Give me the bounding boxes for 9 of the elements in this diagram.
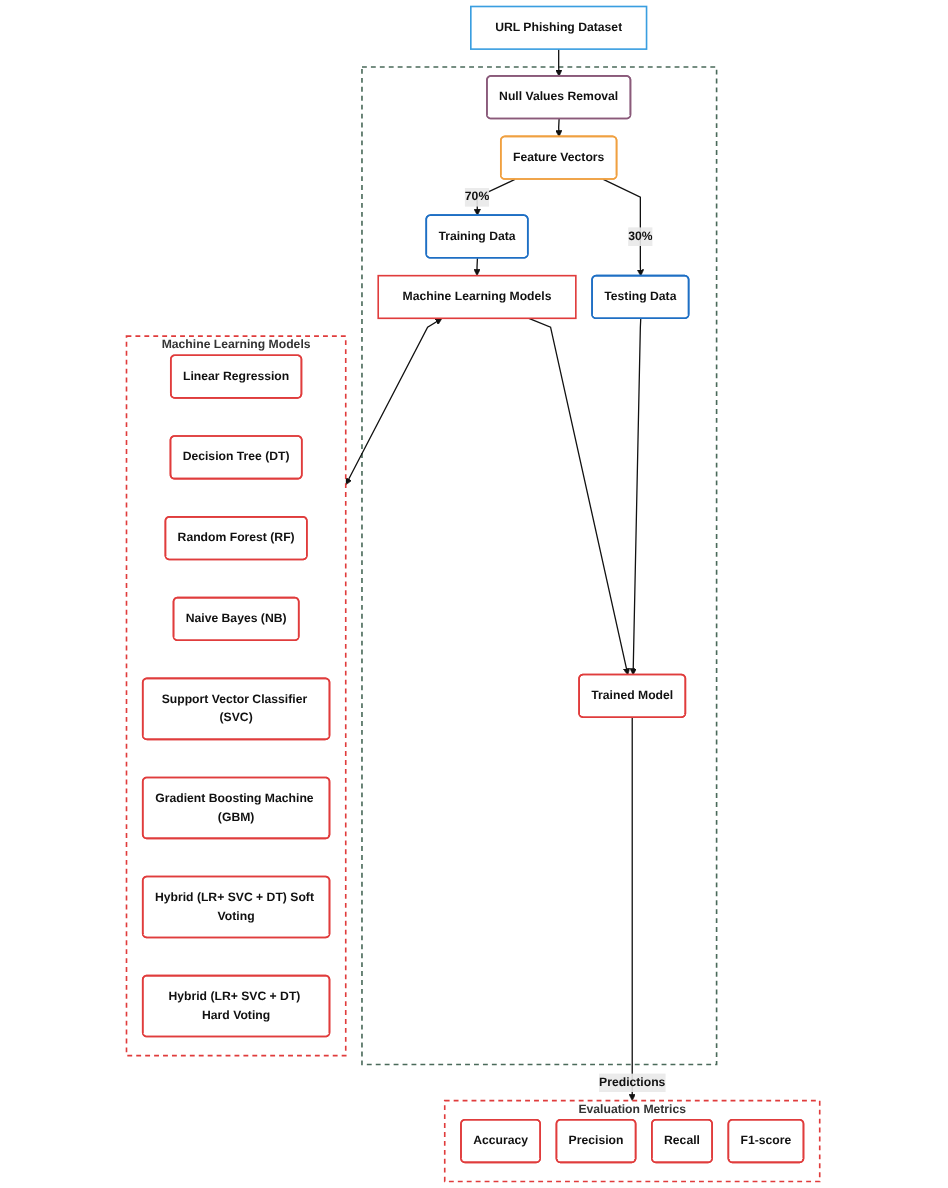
arrow <box>556 48 564 77</box>
cluster <box>362 66 719 1066</box>
arrow <box>474 257 482 277</box>
arrow <box>603 178 645 277</box>
arrow <box>630 318 643 676</box>
arrow <box>529 317 631 676</box>
arrow <box>629 716 637 1101</box>
arrow <box>346 318 444 486</box>
arrow <box>556 118 564 138</box>
